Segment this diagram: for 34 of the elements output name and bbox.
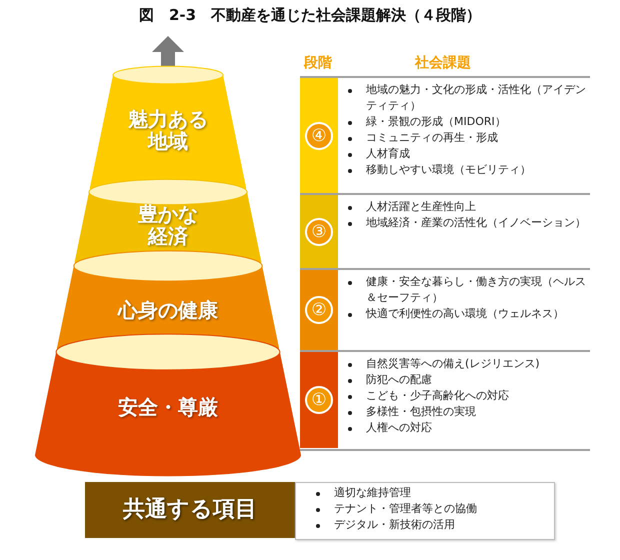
stage-number: ③ xyxy=(305,218,333,246)
stage-number: ② xyxy=(305,296,333,324)
list-item: 緑・景観の形成（MIDORI） xyxy=(366,115,506,128)
list-item: デジタル・新技術の活用 xyxy=(334,518,455,531)
list-item: コミュニティの再生・形成 xyxy=(366,131,498,144)
stage-cell xyxy=(300,270,338,350)
stage-number: ④ xyxy=(305,122,333,150)
list-item: 地域経済・産業の活性化（イノベーション） xyxy=(366,216,586,229)
layer-label: 安全・尊厳 xyxy=(117,394,219,420)
list-item: 人材育成 xyxy=(366,147,410,160)
stage-number: ① xyxy=(305,386,333,414)
figure-title: 図 2-3 不動産を通じた社会課題解決（４段階） xyxy=(138,6,482,25)
category-box: 共通する項目 xyxy=(85,482,295,538)
layer-label: 心身の健康 xyxy=(116,297,219,323)
layer-label: 魅力ある地域 xyxy=(126,108,209,152)
list-item: 移動しやすい環境（モビリティ） xyxy=(366,163,531,176)
list-panel xyxy=(295,482,555,540)
list-item: 快適で利便性の高い環境（ウェルネス） xyxy=(366,307,564,320)
column-header: 社会課題 xyxy=(415,54,471,72)
list-item: 地域の魅力・文化の形成・活性化（アイデンティティ） xyxy=(366,83,586,112)
list-item: テナント・管理者等との協働 xyxy=(334,502,477,515)
list-item: 適切な維持管理 xyxy=(334,486,411,499)
stage-cell xyxy=(300,78,338,193)
list-item: 人材活躍と生産性向上 xyxy=(366,200,476,213)
column-header: 段階 xyxy=(304,54,332,72)
layer-label: 豊かな経済 xyxy=(137,203,199,247)
list-item: 人権への対応 xyxy=(366,421,432,434)
list-item: 防犯への配慮 xyxy=(366,373,432,386)
list-item: 自然災害等への備え(レジリエンス) xyxy=(366,357,540,370)
stage-cell xyxy=(300,195,338,268)
list-item: 健康・安全な暮らし・働き方の実現（ヘルス＆セーフティ） xyxy=(366,275,586,304)
list-item: こども・少子高齢化への対応 xyxy=(366,389,509,402)
list-item: 多様性・包摂性の実現 xyxy=(366,405,476,418)
stage-cell xyxy=(300,352,338,448)
